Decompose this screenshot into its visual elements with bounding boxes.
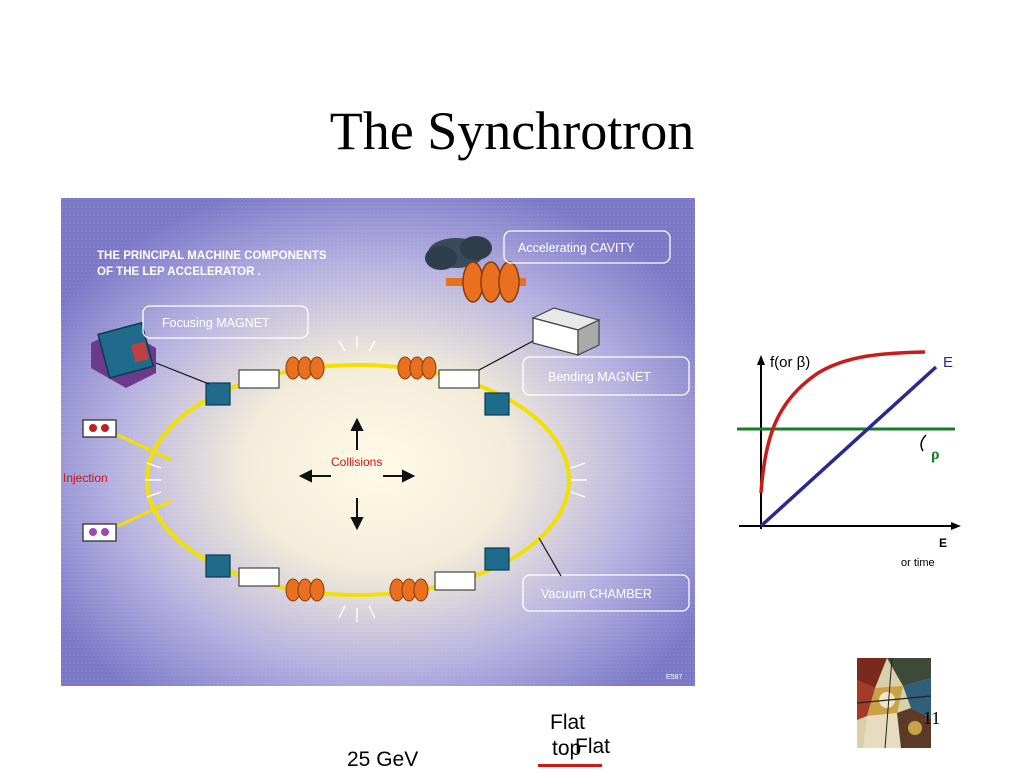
E-line xyxy=(759,365,938,528)
label-f-or-beta: f(or β) xyxy=(770,354,810,371)
painting-thumbnail xyxy=(857,658,931,748)
diagram-code: E587 xyxy=(666,674,682,681)
label-injection: Injection xyxy=(63,471,108,485)
flat-label-1: Flat xyxy=(550,711,586,734)
collision-points xyxy=(145,336,587,622)
x-axis-label-time: or time xyxy=(901,557,935,569)
collision-arrows xyxy=(298,417,416,531)
flat-label-2: Flat xyxy=(575,735,611,758)
top-label-1: top xyxy=(552,737,582,760)
f-curve xyxy=(759,350,926,494)
focusing-magnet-icon xyxy=(91,321,156,388)
label-collisions: Collisions xyxy=(331,455,382,469)
x-axis-label-E: E xyxy=(939,536,947,550)
bending-magnet-icon xyxy=(531,307,601,356)
diagram-heading-line2: OF THE LEP ACCELERATOR . xyxy=(97,266,261,278)
diagram-heading-line1: THE PRINCIPAL MACHINE COMPONENTS xyxy=(97,250,327,262)
label-accelerating-cavity: Accelerating CAVITY xyxy=(518,241,635,255)
label-rho: ρ xyxy=(931,446,940,463)
flat-top-marker xyxy=(538,764,602,767)
energy-label: 25 GeV xyxy=(347,748,419,771)
label-E: E xyxy=(943,354,953,371)
label-bending-magnet: Bending MAGNET xyxy=(548,370,651,384)
accelerating-cavity-icon xyxy=(425,236,526,303)
ring-components xyxy=(205,356,510,602)
label-vacuum-chamber: Vacuum CHAMBER xyxy=(541,587,652,601)
page-number: 11 xyxy=(923,708,941,728)
lep-accelerator-diagram: THE PRINCIPAL MACHINE COMPONENTS OF THE … xyxy=(61,198,695,686)
synchrotron-graph: f(or β) E ρ E or time xyxy=(737,350,961,569)
page-title: The Synchrotron xyxy=(329,101,695,161)
label-focusing-magnet: Focusing MAGNET xyxy=(162,316,270,330)
